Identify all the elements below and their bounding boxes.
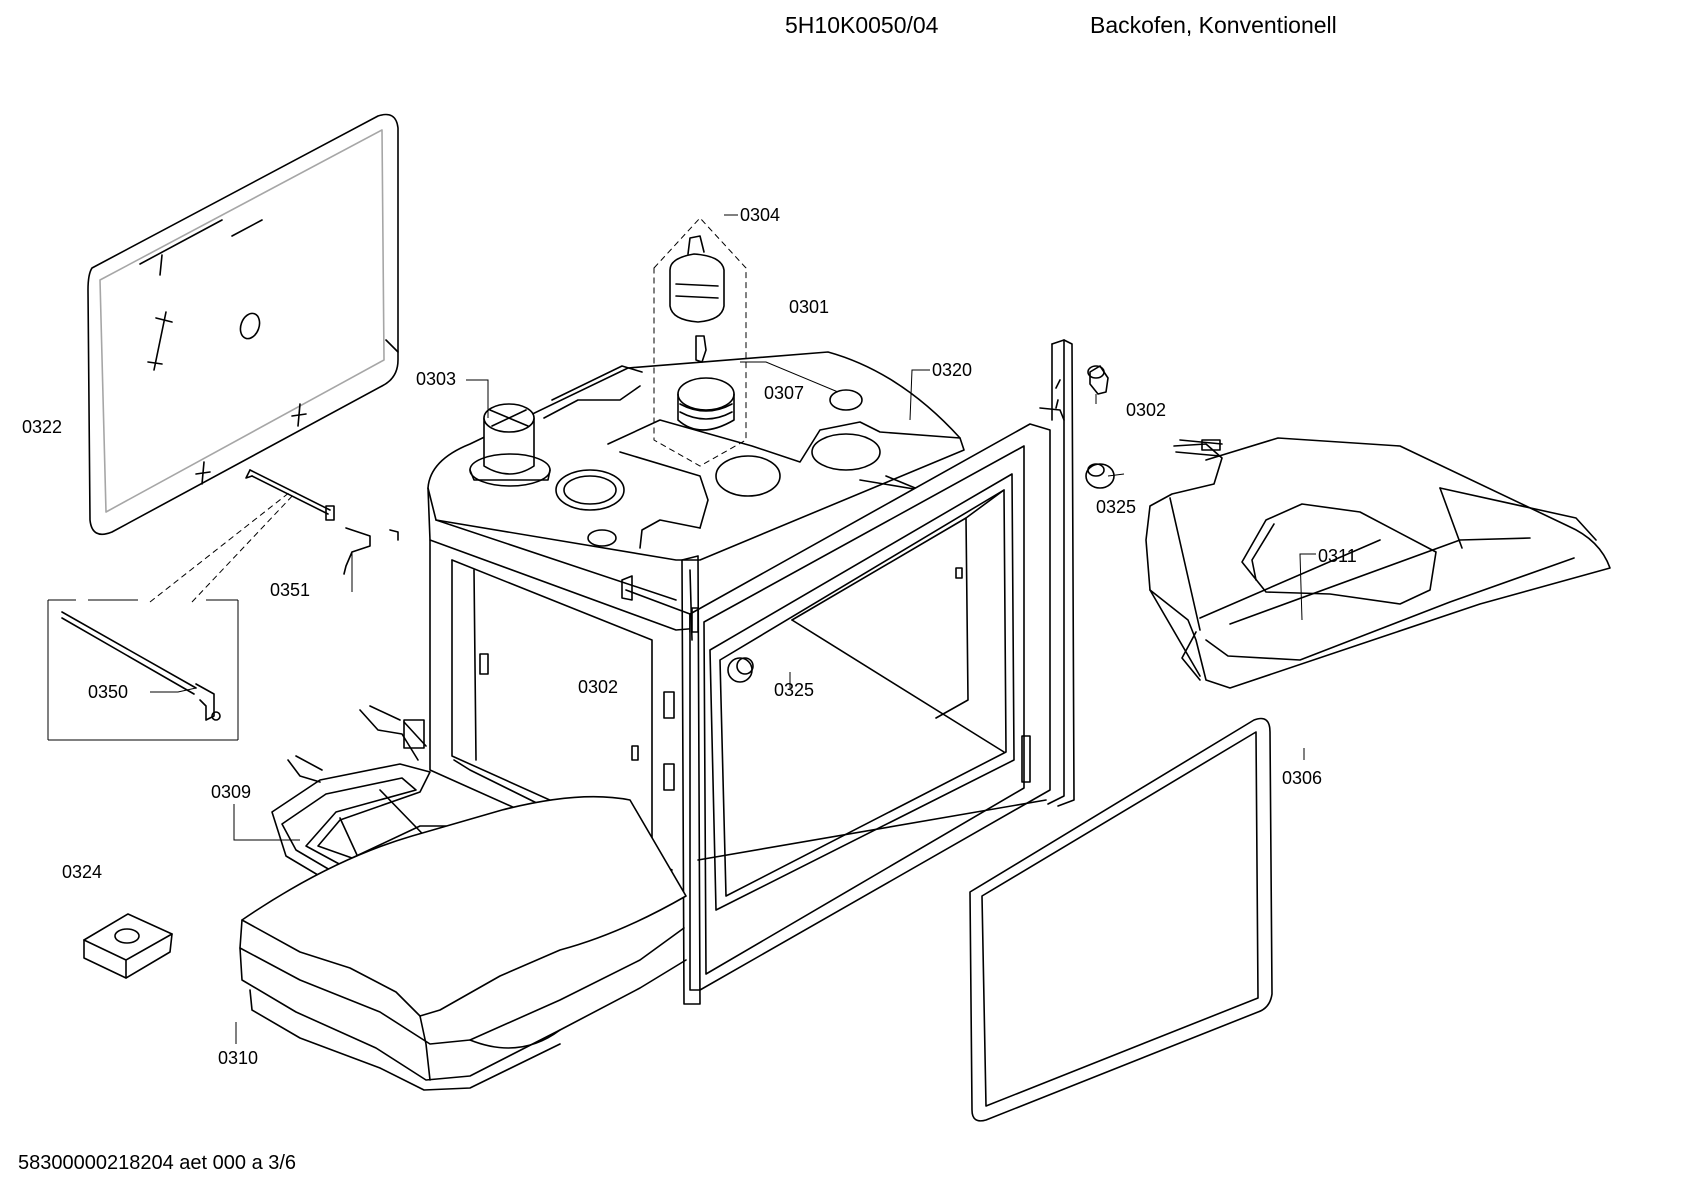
callout-0351: 0351 <box>270 580 311 600</box>
part-0307-lamp-cover[interactable] <box>677 377 735 431</box>
callout-0302-cavity: 0302 <box>578 677 619 697</box>
part-0301-lamp-socket[interactable] <box>669 235 725 363</box>
oven-cavity[interactable] <box>427 339 1075 1005</box>
part-0325-small-cap[interactable] <box>1085 463 1115 489</box>
part-0350-detail-box[interactable] <box>47 491 297 741</box>
callout-0325-cavity: 0325 <box>774 680 815 700</box>
callout-0311: 0311 <box>1318 546 1357 566</box>
callout-0303: 0303 <box>416 369 457 389</box>
part-0324-pad[interactable] <box>83 913 173 979</box>
callout-0320: 0320 <box>932 360 973 380</box>
callout-0309: 0309 <box>211 782 252 802</box>
part-0304-lamp-housing-outline[interactable] <box>653 217 747 467</box>
part-0306-door-seal[interactable] <box>969 717 1273 1122</box>
part-0302-knob[interactable] <box>1087 365 1109 395</box>
model-number: 5H10K0050/04 <box>785 12 939 38</box>
part-0351-bracket[interactable] <box>245 469 399 592</box>
callout-0306: 0306 <box>1282 768 1323 788</box>
part-0310-insulation-mat[interactable] <box>239 795 687 1091</box>
document-reference: 58300000218204 aet 000 a 3/6 <box>18 1152 297 1174</box>
callout-0307: 0307 <box>764 383 805 403</box>
part-0322-back-panel[interactable] <box>87 113 399 536</box>
callout-0302-top: 0302 <box>1126 400 1167 420</box>
appliance-description: Backofen, Konventionell <box>1090 12 1337 38</box>
leader-lines <box>233 214 1316 1044</box>
part-0303-socket[interactable] <box>469 403 551 487</box>
callout-0304: 0304 <box>740 205 781 225</box>
callout-0322: 0322 <box>22 417 63 437</box>
callout-0325-top: 0325 <box>1096 497 1137 517</box>
callout-0310: 0310 <box>218 1048 259 1068</box>
callout-0350: 0350 <box>88 682 129 702</box>
callout-0324: 0324 <box>62 862 103 882</box>
part-0311-top-heating-element[interactable] <box>1145 437 1611 689</box>
callout-0301: 0301 <box>789 297 830 317</box>
